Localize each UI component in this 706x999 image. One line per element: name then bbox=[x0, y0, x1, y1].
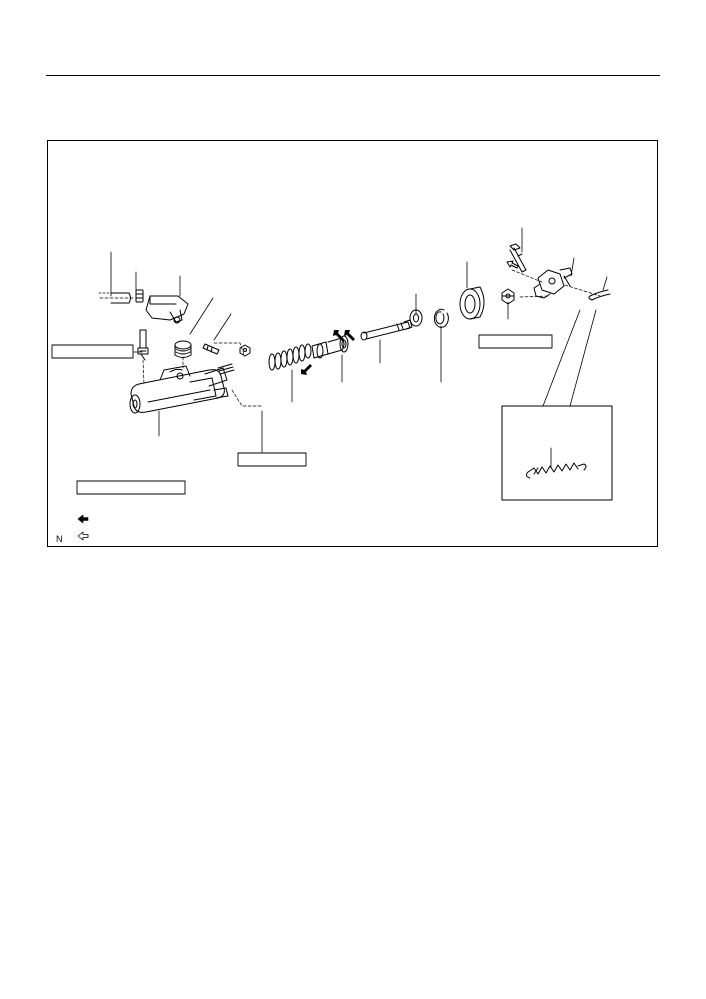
torque-box-b bbox=[76, 480, 186, 495]
filled-arrow-icon bbox=[77, 514, 89, 524]
washer bbox=[409, 309, 423, 327]
header-rule bbox=[46, 75, 660, 76]
diagram-frame bbox=[47, 140, 658, 547]
leader-lines bbox=[110, 227, 608, 469]
outline-arrow-icon bbox=[77, 531, 89, 541]
return-spring bbox=[268, 343, 312, 371]
torque-box-c bbox=[478, 334, 553, 349]
figure-code: N bbox=[56, 534, 63, 544]
push-rod-clevis bbox=[533, 267, 573, 299]
detail-spring bbox=[525, 462, 587, 479]
reservoir-hose bbox=[98, 292, 131, 304]
torque-box-a bbox=[237, 452, 307, 467]
detail-box bbox=[501, 405, 613, 501]
push-rod bbox=[360, 319, 413, 341]
small-nut bbox=[239, 344, 251, 357]
reservoir-inlet-union bbox=[145, 295, 189, 324]
pin bbox=[202, 343, 220, 355]
snap-ring bbox=[433, 308, 449, 328]
clevis-pin bbox=[509, 243, 527, 273]
hose-clip bbox=[135, 289, 144, 303]
master-cylinder-body bbox=[129, 363, 235, 414]
grommet bbox=[174, 340, 192, 358]
boxed-labels bbox=[51, 334, 553, 495]
bleeder-plug bbox=[137, 329, 149, 361]
clip bbox=[588, 289, 611, 301]
outline-arrow bbox=[506, 260, 519, 269]
grease-arrows bbox=[301, 330, 355, 375]
boot bbox=[459, 286, 485, 320]
legend bbox=[77, 514, 89, 541]
left-spec-box bbox=[51, 344, 134, 359]
lock-nut bbox=[501, 288, 515, 305]
